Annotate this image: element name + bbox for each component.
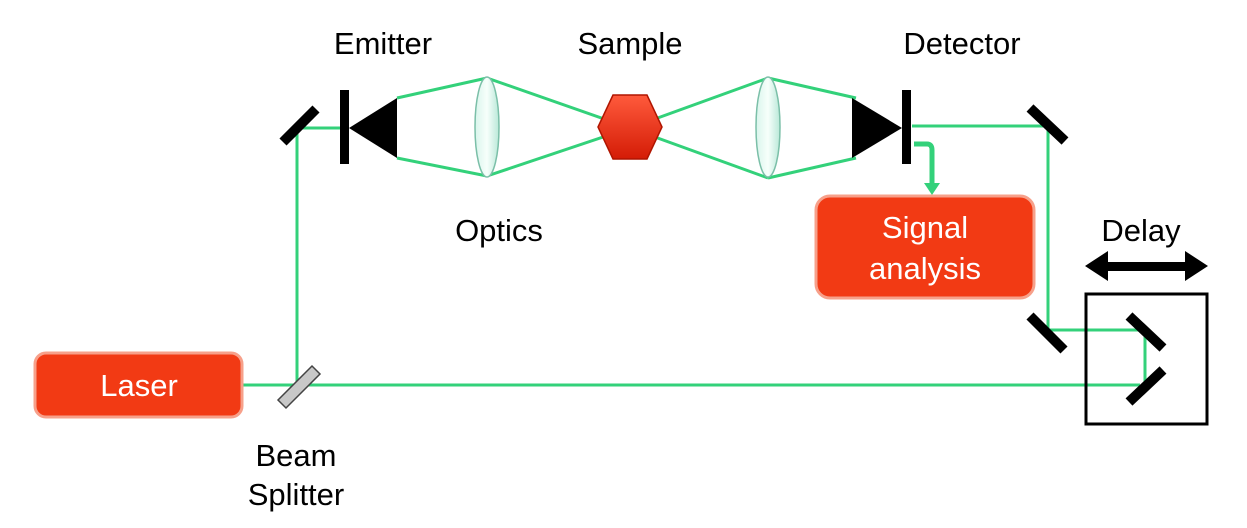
emitter-icon (340, 90, 397, 164)
mirror-right-top-icon (1026, 104, 1069, 145)
sample-label: Sample (577, 26, 682, 61)
beam-emitter-cone-bottom (396, 156, 488, 178)
lens-1-icon (474, 76, 500, 178)
optics-label: Optics (455, 213, 543, 248)
sample-icon (597, 94, 663, 160)
detector-label: Detector (903, 26, 1020, 61)
delay-stage (1084, 292, 1209, 426)
signal-analysis-label-line2: analysis (869, 251, 981, 286)
emitter-label: Emitter (334, 26, 432, 61)
beam-splitter-label-line2: Splitter (248, 477, 344, 512)
mirror-left-icon (279, 105, 320, 146)
mirror-right-bottom-icon (1026, 312, 1068, 354)
delay-mirror-bottom-icon (1125, 366, 1167, 406)
signal-connector (914, 141, 940, 195)
signal-analysis-box: Signal analysis (814, 194, 1036, 300)
detector-icon (852, 90, 911, 164)
beam-lens2-to-detector-top (767, 76, 857, 100)
delay-double-arrow-icon (1085, 251, 1208, 281)
delay-stage-box (1084, 292, 1209, 426)
laser-label: Laser (100, 368, 178, 403)
laser-box: Laser (33, 351, 244, 419)
delay-label: Delay (1101, 213, 1181, 248)
signal-analysis-label-line1: Signal (882, 210, 968, 245)
beam-splitter-icon (276, 364, 322, 410)
beam-lens2-to-detector-bottom (767, 156, 857, 180)
delay-mirror-top-icon (1125, 312, 1167, 352)
beam-paths (243, 76, 1147, 387)
beam-splitter-label-line1: Beam (256, 438, 337, 473)
lens-2-icon (755, 76, 781, 178)
beam-emitter-cone-top (396, 76, 488, 100)
